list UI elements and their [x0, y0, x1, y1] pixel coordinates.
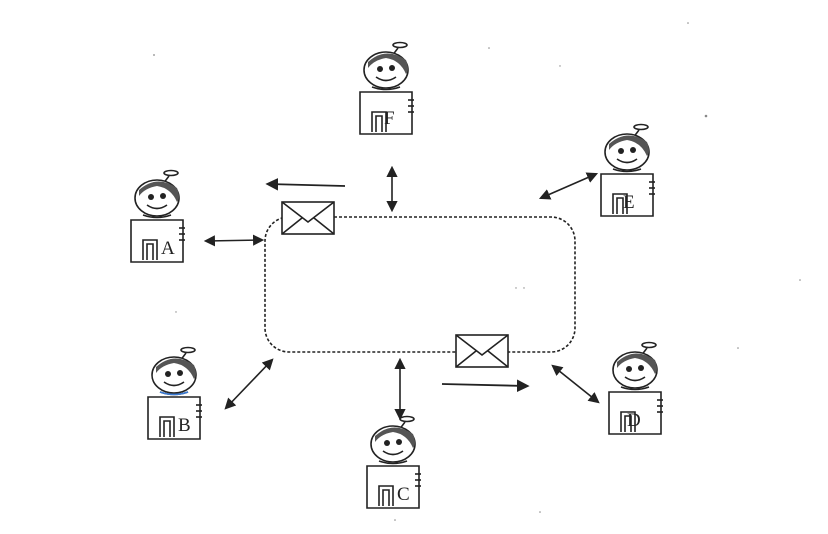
arrow-icon [441, 379, 530, 393]
arrow-icon [551, 364, 600, 404]
arrow-icon [538, 172, 599, 200]
agent-label: E [623, 192, 635, 213]
message-bus-loop [264, 216, 576, 353]
agent-label: D [627, 410, 641, 431]
collar-accent [159, 391, 189, 396]
agent-label: F [384, 108, 395, 129]
envelope-icon [281, 201, 335, 235]
agent-a: A [130, 169, 186, 263]
arrow-icon [224, 358, 274, 410]
agent-label: C [397, 484, 410, 505]
robot-agent-icon [366, 415, 422, 509]
envelope-icon [455, 334, 509, 368]
agent-e: E [600, 123, 656, 217]
agent-label: B [178, 415, 191, 436]
agent-label: A [161, 238, 175, 259]
agent-f: F [359, 41, 415, 135]
agent-d: D [608, 341, 664, 435]
robot-agent-icon [130, 169, 186, 263]
robot-agent-icon [147, 346, 203, 440]
arrow-icon [265, 177, 346, 191]
agent-c: C [366, 415, 422, 509]
arrow-icon [203, 234, 265, 247]
agent-b: B [147, 346, 203, 440]
